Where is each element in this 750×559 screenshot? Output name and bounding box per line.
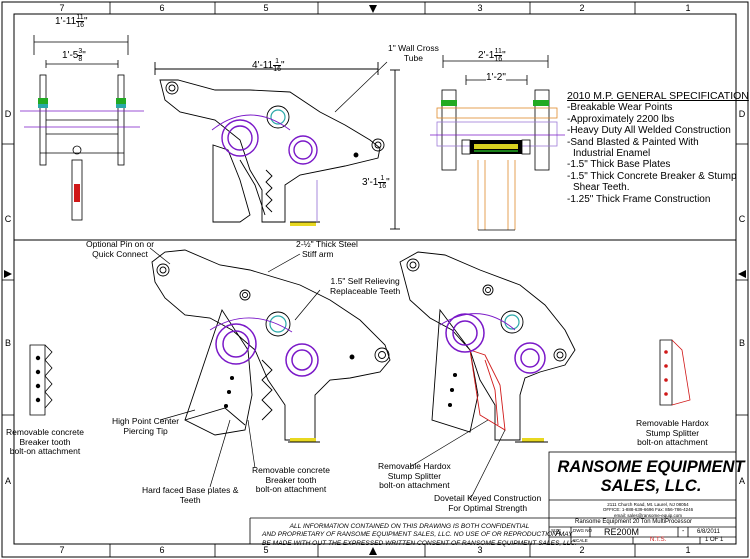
col-label: 1 [685, 3, 690, 13]
top-jaw-view [154, 62, 400, 230]
row-label: C [5, 214, 12, 224]
col-label: 3 [477, 3, 482, 13]
spec-item: -Heavy Duty All Welded Construction [567, 125, 731, 137]
scale-value: N.T.S. [650, 537, 667, 543]
col-label: 5 [263, 545, 268, 555]
col-label: 6 [159, 3, 164, 13]
center-arrow-bottom-icon [369, 547, 377, 555]
spec-title: 2010 M.P. GENERAL SPECIFICATION [567, 90, 749, 102]
size-label: SIZE [551, 528, 562, 533]
col-label: 7 [59, 545, 64, 555]
row-label: B [5, 338, 11, 348]
breaker-attachment [29, 344, 53, 416]
bottom-jaw-view [151, 249, 391, 443]
spec-item: -1.25" Thick Frame Construction [567, 193, 711, 205]
spec-item: -1.5" Thick Concrete Breaker & Stump [567, 170, 737, 182]
col-label: 7 [59, 3, 64, 13]
confidentiality-notice: ALL INFORMATION CONTAINED ON THIS DRAWIN… [262, 523, 577, 547]
end-view-right [430, 55, 565, 231]
date-value: 6/8/2011 [697, 529, 720, 535]
spec-item: -Approximately 2200 lbs [567, 113, 675, 125]
col-label: 5 [263, 3, 268, 13]
col-label: 3 [477, 545, 482, 555]
spec-item: -Sand Blasted & Painted With [567, 136, 699, 148]
row-label: D [739, 109, 746, 119]
col-label: 2 [579, 545, 584, 555]
col-label: 6 [159, 545, 164, 555]
sheet-value: 1 OF 1 [705, 537, 724, 543]
row-label: C [739, 214, 746, 224]
company-name: RANSOME EQUIPMENT SALES, LLC. [557, 458, 745, 495]
scale-label: SCALE [573, 538, 588, 543]
dwg-value: RE200M [604, 527, 640, 537]
spec-item: Industrial Enamel [573, 148, 651, 160]
callout-hardfaced: Hard faced Base plates &Teeth [142, 485, 239, 505]
dim-right-inner: 1'-2" [486, 72, 506, 83]
dwg-label: DWG NO [573, 528, 592, 533]
spec-item: -Breakable Wear Points [567, 102, 673, 114]
col-label: 1 [685, 545, 690, 555]
center-arrow-right-icon [738, 270, 746, 278]
center-arrow-top-icon [369, 5, 377, 13]
side-view-left [20, 35, 144, 221]
drawing-title: Ransome Equipment 20 Ton MultiProcessor [575, 519, 692, 525]
row-label: A [5, 476, 11, 486]
row-label: B [739, 338, 745, 348]
splitter-attachment [659, 339, 691, 406]
center-arrow-left-icon [4, 270, 12, 278]
splitter-jaw-view [399, 251, 576, 443]
spec-item: Shear Teeth. [573, 182, 630, 194]
rev-value: - [682, 528, 685, 535]
general-specification: 2010 M.P. GENERAL SPECIFICATION -Breakab… [567, 90, 749, 205]
row-label: A [739, 476, 745, 486]
size-value: A [556, 530, 561, 537]
inner-border [13, 13, 737, 545]
col-label: 2 [579, 3, 584, 13]
company-address: 2111 Church Road, Mt. Laurel, NJ 08054 O… [602, 502, 694, 518]
title-block [249, 451, 737, 545]
row-label: D [5, 109, 12, 119]
spec-item: -1.5" Thick Base Plates [567, 159, 671, 171]
